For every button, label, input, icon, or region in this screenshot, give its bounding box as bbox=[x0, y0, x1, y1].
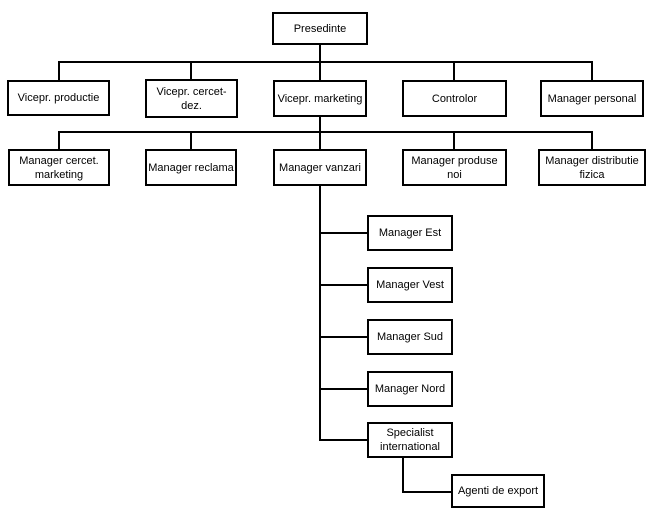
org-node-manager-nord: Manager Nord bbox=[367, 371, 453, 407]
connector-line bbox=[58, 61, 593, 63]
connector-line bbox=[58, 131, 60, 149]
org-node-manager-sud: Manager Sud bbox=[367, 319, 453, 355]
connector-line bbox=[319, 336, 367, 338]
connector-line bbox=[319, 45, 321, 62]
connector-line bbox=[402, 491, 451, 493]
connector-line bbox=[453, 131, 455, 149]
org-node-controlor: Controlor bbox=[402, 80, 507, 117]
connector-line bbox=[319, 388, 367, 390]
connector-line bbox=[58, 61, 60, 80]
connector-line bbox=[591, 131, 593, 149]
org-node-manager-cercet-marketing: Manager cercet. marketing bbox=[8, 149, 110, 186]
org-node-vicepr-cercet-dez: Vicepr. cercet- dez. bbox=[145, 79, 238, 118]
org-node-manager-vest: Manager Vest bbox=[367, 267, 453, 303]
connector-line bbox=[190, 131, 192, 149]
org-node-manager-distributie-fizica: Manager distributie fizica bbox=[538, 149, 646, 186]
connector-line bbox=[58, 131, 593, 133]
connector-line bbox=[190, 61, 192, 80]
connector-line bbox=[319, 117, 321, 132]
org-node-vicepr-marketing: Vicepr. marketing bbox=[273, 80, 367, 117]
connector-line bbox=[319, 131, 321, 149]
connector-line bbox=[319, 186, 321, 440]
org-node-specialist-international: Specialist international bbox=[367, 422, 453, 458]
org-node-presedinte: Presedinte bbox=[272, 12, 368, 45]
connector-line bbox=[402, 458, 404, 492]
connector-line bbox=[319, 61, 321, 80]
connector-line bbox=[453, 61, 455, 80]
connector-line bbox=[319, 284, 367, 286]
connector-line bbox=[591, 61, 593, 80]
org-node-manager-personal: Manager personal bbox=[540, 80, 644, 117]
org-node-vicepr-productie: Vicepr. productie bbox=[7, 80, 110, 116]
connector-line bbox=[319, 232, 367, 234]
org-node-manager-est: Manager Est bbox=[367, 215, 453, 251]
org-node-manager-vanzari: Manager vanzari bbox=[273, 149, 367, 186]
connector-line bbox=[319, 439, 367, 441]
org-node-agenti-de-export: Agenti de export bbox=[451, 474, 545, 508]
org-node-manager-reclama: Manager reclama bbox=[145, 149, 237, 186]
org-node-manager-produse-noi: Manager produse noi bbox=[402, 149, 507, 186]
